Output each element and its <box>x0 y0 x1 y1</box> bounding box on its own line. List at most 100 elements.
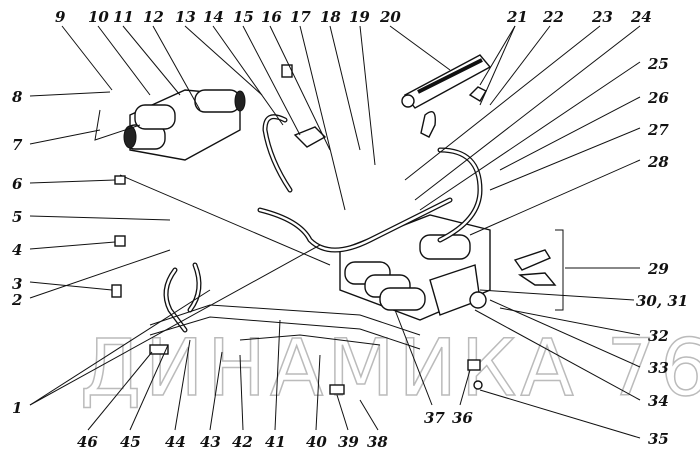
callout-label: 30, 31 <box>636 292 688 310</box>
callout-label: 10 <box>88 8 109 26</box>
callout-label: 14 <box>203 8 224 26</box>
callout-label: 2 <box>11 291 22 309</box>
callout-label: 21 <box>506 8 528 26</box>
callout-label: 13 <box>175 8 196 26</box>
bracket <box>513 229 564 311</box>
valve-block-left <box>123 89 246 161</box>
callout-label: 29 <box>647 260 669 278</box>
leader-line <box>29 241 116 250</box>
leader-line <box>479 289 635 301</box>
callout-label: 20 <box>379 8 401 26</box>
fittings <box>111 64 483 395</box>
leader-line <box>469 159 641 236</box>
hydraulic-cylinder <box>401 54 492 138</box>
leader-line <box>122 25 181 96</box>
leader-line <box>499 96 641 171</box>
callout-label: 11 <box>113 8 134 26</box>
callout-label: 41 <box>265 433 286 451</box>
leader-line <box>29 91 111 97</box>
leader-line <box>414 25 641 201</box>
leader-line <box>315 354 321 431</box>
callout-label: 9 <box>55 8 66 26</box>
leader-line <box>152 25 201 111</box>
leader-line <box>209 351 223 431</box>
leader-line <box>329 25 361 151</box>
callout-label: 16 <box>261 8 282 26</box>
leader-line <box>29 129 101 145</box>
leader-line <box>29 179 116 184</box>
leader-line <box>404 25 601 181</box>
callout-label: 39 <box>338 433 359 451</box>
callout-label: 37 <box>424 409 445 427</box>
valve-block-right <box>339 214 491 321</box>
leader-line <box>212 25 284 126</box>
callout-label: 27 <box>647 121 669 139</box>
callout-label: 42 <box>232 433 253 451</box>
callout-label: 5 <box>12 208 22 226</box>
callout-label: 28 <box>647 153 669 171</box>
leader-line <box>239 354 244 431</box>
callout-label: 1 <box>12 399 22 417</box>
leader-line <box>274 319 281 431</box>
callout-label: 34 <box>648 392 669 410</box>
callout-label: 3 <box>12 275 22 293</box>
leader-line <box>29 281 113 291</box>
callout-label: 6 <box>12 175 23 193</box>
callout-label: 19 <box>349 8 370 26</box>
callout-label: 26 <box>647 89 669 107</box>
leader-line <box>97 25 151 96</box>
callout-label: 17 <box>290 8 311 26</box>
callout-label: 38 <box>367 433 388 451</box>
callout-label: 25 <box>647 55 669 73</box>
leader-line <box>61 25 113 91</box>
leader-line <box>87 351 153 431</box>
leader-line <box>394 309 433 406</box>
leader-lines <box>29 25 641 439</box>
leader-line <box>299 25 346 211</box>
callout-label: 40 <box>306 433 327 451</box>
leader-line <box>29 289 211 406</box>
callout-label: 45 <box>120 433 141 451</box>
leader-line <box>489 299 641 368</box>
leader-line <box>389 25 451 71</box>
leader-line <box>29 249 171 299</box>
leader-line <box>269 25 331 151</box>
leader-line <box>474 309 641 401</box>
leader-line <box>499 307 641 336</box>
callout-label: 32 <box>648 327 669 345</box>
callout-label: 8 <box>12 88 23 106</box>
callout-label: 12 <box>143 8 164 26</box>
pipes <box>94 109 483 350</box>
callout-label: 7 <box>12 136 23 154</box>
leader-line <box>129 344 169 431</box>
callout-label: 18 <box>320 8 341 26</box>
leader-line <box>479 25 516 106</box>
callout-label: 24 <box>630 8 652 26</box>
callout-label: 4 <box>12 241 22 259</box>
leader-line <box>336 394 349 431</box>
callout-label: 43 <box>200 433 221 451</box>
leader-line <box>29 215 171 221</box>
leader-line <box>479 25 516 86</box>
watermark: ДИНАМИКА 76 <box>80 324 700 414</box>
leader-line <box>459 369 471 406</box>
callout-label: 23 <box>591 8 613 26</box>
leader-line <box>419 61 641 211</box>
leader-line <box>29 244 321 406</box>
callout-label: 33 <box>648 359 669 377</box>
leader-line <box>489 127 641 191</box>
callout-label: 22 <box>542 8 564 26</box>
leader-line <box>489 25 551 106</box>
leader-line <box>184 25 263 96</box>
leader-line <box>242 25 301 136</box>
callout-label: 46 <box>77 433 98 451</box>
leader-line <box>479 389 641 439</box>
callout-label: 36 <box>452 409 473 427</box>
leader-line <box>174 339 191 431</box>
callout-label: 35 <box>648 430 669 448</box>
callout-label: 44 <box>165 433 186 451</box>
leader-line <box>359 25 376 166</box>
